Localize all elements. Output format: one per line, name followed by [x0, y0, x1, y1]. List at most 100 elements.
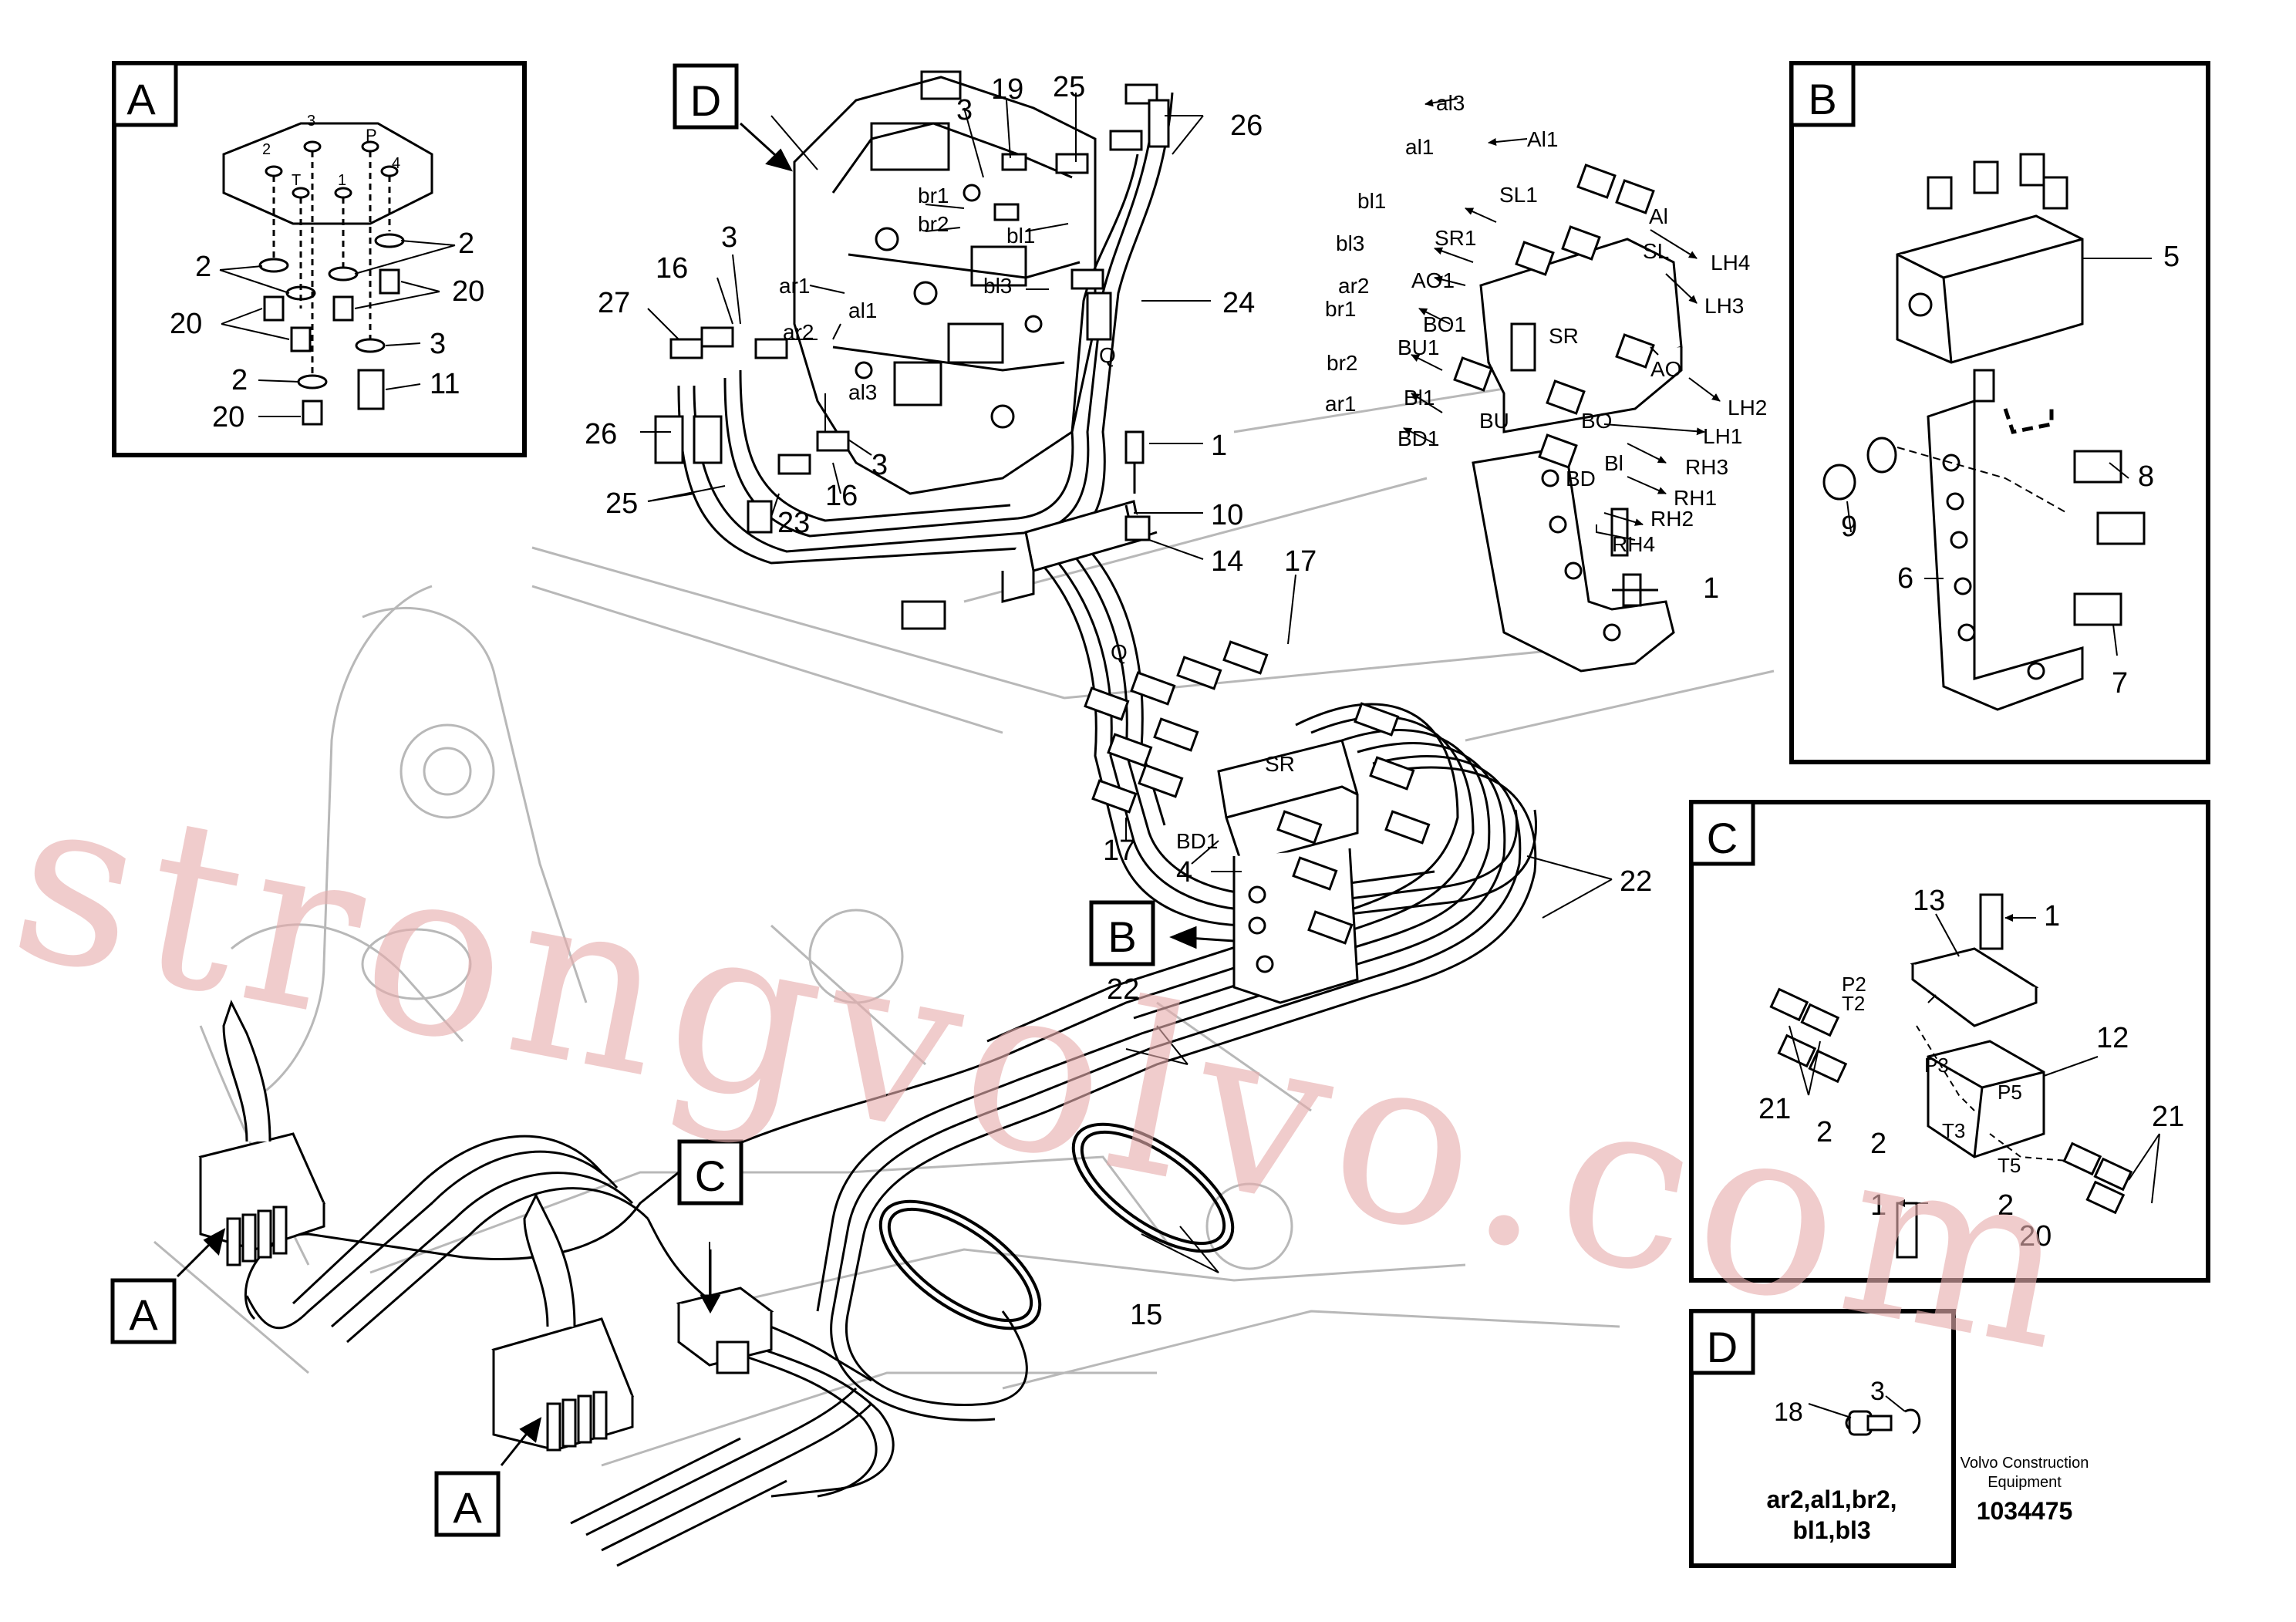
callout-number: 6	[1897, 562, 1913, 595]
port-label: Al	[1649, 204, 1668, 228]
applicability-line2: bl1,bl3	[1792, 1516, 1870, 1544]
port-label: al3	[848, 380, 877, 404]
callout-number: 2	[231, 364, 248, 396]
callout-number: 26	[585, 418, 617, 450]
port-label: ar1	[779, 274, 810, 298]
callout-number: 2	[1998, 1189, 2014, 1222]
port-label: Q	[1099, 343, 1116, 367]
port-label: T	[292, 172, 301, 189]
callout-number: 25	[1053, 71, 1085, 103]
port-label: P5	[1998, 1081, 2022, 1104]
port-label: SR	[1549, 324, 1579, 348]
port-label: br2	[1327, 351, 1357, 375]
port-label: P3	[1924, 1054, 1949, 1077]
callout-number: 10	[1211, 499, 1243, 531]
callout-number: 3	[430, 328, 446, 360]
port-label: SL1	[1499, 183, 1538, 207]
detail-d-fitting	[1845, 1408, 1921, 1436]
callout-number: 7	[2112, 667, 2128, 700]
port-label: RH1	[1674, 486, 1717, 510]
callout-number: 11	[430, 368, 460, 400]
valve-block-leaders	[1403, 98, 1721, 541]
bolt-1-main	[1124, 430, 1145, 494]
callout-number: 16	[825, 480, 858, 512]
port-label: Al1	[1527, 127, 1558, 151]
callout-letter-d: D	[690, 76, 721, 125]
detail-b-title: B	[1808, 75, 1836, 123]
port-label: bl1	[1357, 189, 1386, 213]
port-label: LH1	[1703, 424, 1742, 448]
detail-c-title: C	[1707, 814, 1738, 862]
port-label: RH2	[1650, 507, 1694, 531]
port-label: BU	[1479, 409, 1509, 433]
detail-c-assembly	[1769, 893, 2133, 1259]
manufacturer-line1: Volvo Construction	[1960, 1455, 2089, 1472]
callout-number: 22	[1107, 973, 1139, 1006]
callout-number: 19	[991, 73, 1023, 106]
callout-number: 1	[2044, 900, 2060, 932]
callout-number: 21	[2152, 1101, 2184, 1133]
port-label: ar2	[783, 320, 814, 344]
callout-number: 16	[656, 252, 688, 285]
callout-number: 20	[2019, 1220, 2052, 1253]
port-label: BO1	[1423, 312, 1466, 336]
callout-letter-b: B	[1108, 912, 1136, 961]
block-12-main	[676, 1286, 774, 1374]
detail-a-texts: A 3 P 2 4 T 1 2 2 20 20 2 3 11 20	[126, 75, 484, 433]
port-label: Bl	[1604, 451, 1623, 475]
port-label: 1	[338, 172, 346, 189]
callout-number: 4	[1176, 856, 1192, 889]
pilot-hoses	[244, 84, 1537, 1567]
port-label: LH3	[1704, 294, 1744, 318]
detail-d-title: D	[1707, 1323, 1738, 1371]
port-label: SR	[1265, 752, 1295, 776]
port-label: Q	[1111, 640, 1128, 664]
callout-number: 1	[1870, 1189, 1886, 1222]
callout-number: 22	[1620, 865, 1652, 898]
callout-letter-c: C	[695, 1152, 726, 1200]
detail-a-valve-base	[222, 122, 433, 426]
callout-number: 13	[1913, 885, 1945, 917]
port-label: 2	[262, 141, 271, 158]
port-label: T3	[1942, 1119, 1965, 1142]
port-label: al3	[1436, 91, 1465, 115]
port-label: T2	[1842, 992, 1865, 1015]
detail-c-texts: C 13 1 P2 T2 12 P3 P5 21 21 2 2 T3 T5 1 …	[1707, 814, 2185, 1253]
callout-number: 3	[956, 94, 973, 126]
main-callout-boxes: D B C A A	[110, 63, 1155, 1537]
detail-b-assembly	[1822, 153, 2146, 711]
port-label: br2	[918, 212, 949, 236]
hose-clamps	[878, 1122, 1235, 1330]
detail-frame-c	[1689, 800, 2210, 1283]
port-label: ar2	[1338, 274, 1369, 298]
callout-letter-a: A	[129, 1290, 158, 1339]
port-label: bl3	[1336, 231, 1364, 255]
part-number: 1034475	[1976, 1497, 2073, 1525]
control-valve-assembly	[793, 70, 1097, 495]
port-label: RH3	[1685, 455, 1728, 479]
callout-letter-a: A	[453, 1483, 482, 1532]
callout-number: 24	[1222, 287, 1255, 319]
callout-number: 17	[1103, 835, 1135, 867]
port-label: P2	[1842, 973, 1866, 996]
detail-d-leaders	[1808, 1395, 1906, 1418]
main-view-texts: 3 19 25 26 br1 br2 bl1 bl3 16 3 27 ar1 a…	[585, 71, 1652, 1331]
callout-number: 20	[212, 401, 244, 433]
detail-a-title: A	[126, 75, 156, 123]
detail-b-leaders	[1846, 258, 2152, 656]
port-label: bl3	[983, 274, 1012, 298]
port-label: RH4	[1612, 532, 1655, 556]
port-label: al1	[1405, 135, 1434, 159]
bolt-1-valve	[1612, 573, 1658, 607]
callout-number: 1	[1703, 572, 1719, 605]
callout-number: 25	[605, 487, 638, 520]
valve-fittings	[654, 83, 1170, 534]
detail-frame-b	[1789, 61, 2210, 764]
callout-number: 17	[1284, 545, 1317, 578]
port-label: LH4	[1711, 251, 1750, 275]
callout-number: 2	[1870, 1128, 1886, 1160]
callout-number: 8	[2138, 460, 2154, 493]
callout-number: 26	[1230, 110, 1263, 142]
detail-c-leaders	[1789, 913, 2160, 1207]
